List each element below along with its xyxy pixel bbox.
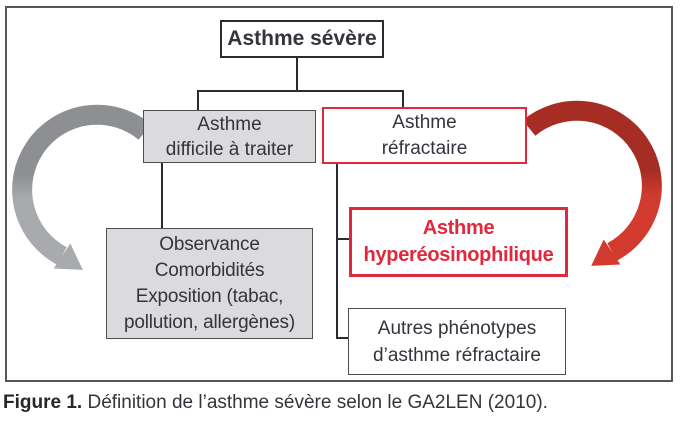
node-line: difficile à traiter <box>165 138 294 160</box>
node-line: Asthme <box>422 217 495 239</box>
connector-branch-horizontal <box>197 90 404 92</box>
curved-arrow-gray-icon <box>12 104 152 270</box>
node-line: réfractaire <box>381 137 468 159</box>
node-line: Observance <box>159 233 260 255</box>
figure-caption: Figure 1. Définition de l’asthme sévère … <box>3 392 682 414</box>
node-asthme-difficile: Asthme difficile à traiter <box>143 110 316 163</box>
connector-branch-left <box>197 90 199 110</box>
node-line: Autres phénotypes <box>377 317 537 339</box>
curved-arrow-red-icon <box>522 100 662 266</box>
node-line: d’asthme réfractaire <box>373 344 541 366</box>
connector-severe-down <box>296 58 298 92</box>
node-autres-phenotypes: Autres phénotypes d’asthme réfractaire <box>348 308 566 375</box>
node-asthme-hypereosinophilique: Asthme hyperéosinophilique <box>349 207 568 277</box>
connector-stub-autres <box>338 337 348 339</box>
caption-text: Définition de l’asthme sévère selon le G… <box>87 392 548 413</box>
connector-difficile-observance <box>161 163 163 228</box>
node-observance-comorbidites: Observance Comorbidités Exposition (taba… <box>106 228 313 339</box>
node-line: Comorbidités <box>154 259 265 281</box>
node-line: pollution, allergènes) <box>124 311 295 333</box>
node-asthme-refractaire: Asthme réfractaire <box>322 107 527 164</box>
node-asthme-severe: Asthme sévère <box>220 20 384 58</box>
node-line: hyperéosinophilique <box>363 244 554 266</box>
node-line: Asthme <box>392 111 457 133</box>
connector-branch-right <box>402 90 404 107</box>
caption-label: Figure 1. <box>3 392 83 413</box>
node-line: Exposition (tabac, <box>135 285 284 307</box>
connector-stub-hyper <box>338 238 349 240</box>
node-label: Asthme sévère <box>227 27 377 50</box>
connector-refractaire-down <box>336 164 338 339</box>
node-line: Asthme <box>197 113 262 135</box>
